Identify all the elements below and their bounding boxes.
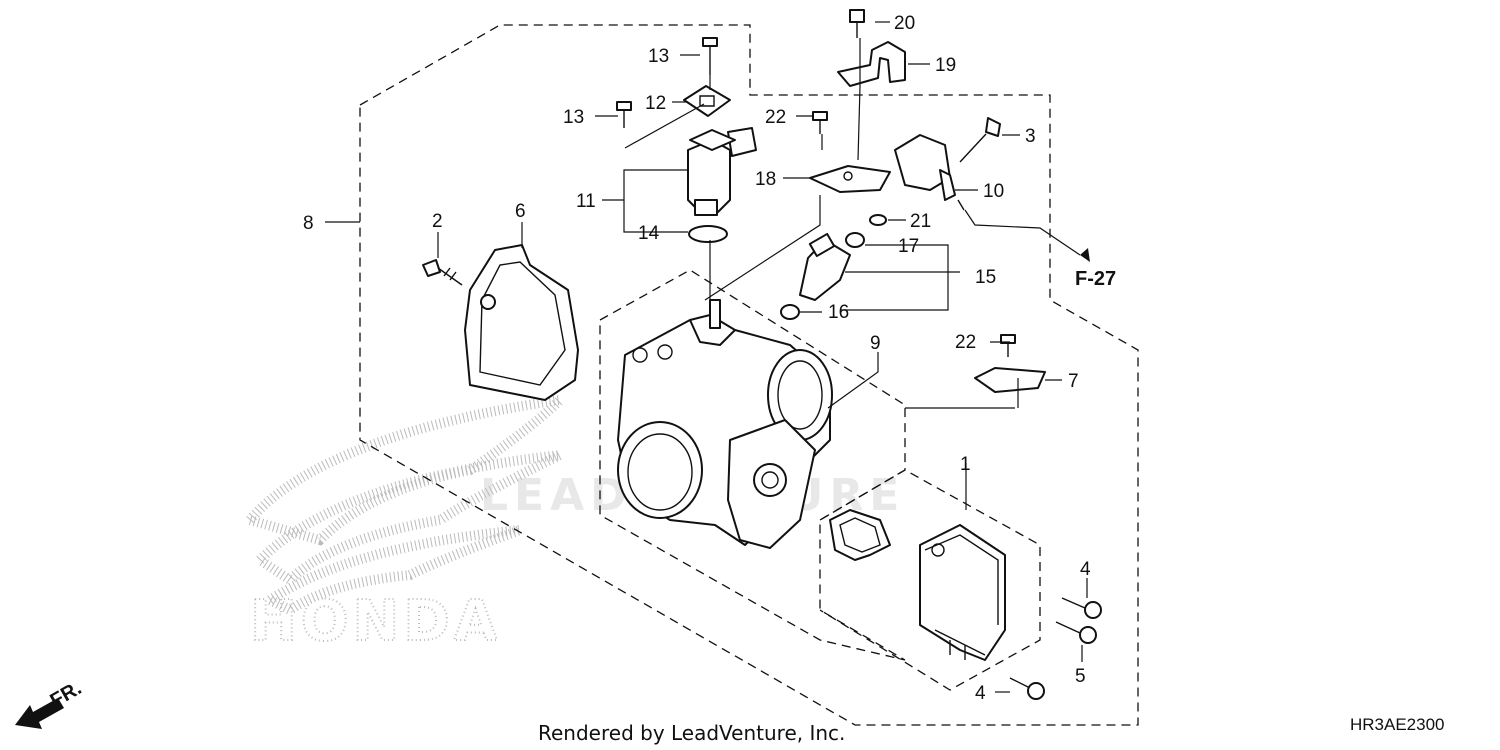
reference-f27: F-27 xyxy=(1075,268,1116,290)
callout-7: 7 xyxy=(1068,371,1079,392)
screw-part-22-lower xyxy=(1000,334,1016,357)
callout-19: 19 xyxy=(935,55,956,76)
seal-part-16 xyxy=(780,304,800,320)
sensor-outline xyxy=(819,469,1041,691)
callout-20: 20 xyxy=(894,13,915,34)
callout-5: 5 xyxy=(1075,666,1086,687)
assembly-outline xyxy=(359,24,1139,726)
screw-part-13-top xyxy=(702,37,718,75)
callout-10: 10 xyxy=(983,181,1004,202)
honda-logo: HONDA xyxy=(241,392,575,655)
callout-15: 15 xyxy=(975,267,996,288)
callout-2: 2 xyxy=(432,211,443,232)
callout-12: 12 xyxy=(645,93,666,114)
sensor-part-1 xyxy=(919,524,1006,661)
honda-wordmark: HONDA xyxy=(250,589,501,654)
front-direction-arrow: FR. xyxy=(15,677,85,729)
throttle-body-outline xyxy=(599,269,906,661)
o-ring-part-21 xyxy=(869,214,887,226)
reference-arrow xyxy=(1080,248,1090,262)
gasket xyxy=(829,509,891,561)
o-ring-part-14 xyxy=(688,225,728,243)
leader-lines xyxy=(325,21,1088,693)
screw-part-4-lower xyxy=(1009,677,1045,700)
callout-18: 18 xyxy=(755,169,776,190)
sensor-part-11 xyxy=(687,127,757,216)
callout-11: 11 xyxy=(576,191,596,212)
screw-part-22-upper xyxy=(812,111,828,134)
footer-credit: Rendered by LeadVenture, Inc. xyxy=(538,721,845,745)
callout-4-upper: 4 xyxy=(1080,559,1091,580)
callout-22-lower: 22 xyxy=(955,332,976,353)
callout-4-lower: 4 xyxy=(975,683,986,704)
bolt-part-3 xyxy=(959,117,1001,163)
bracket-part-18 xyxy=(809,165,891,193)
callout-21: 21 xyxy=(910,211,931,232)
clamp-part-19 xyxy=(837,41,906,87)
callout-16: 16 xyxy=(828,302,849,323)
callout-14: 14 xyxy=(638,223,660,244)
sensor-part-10 xyxy=(894,134,965,211)
cover-part-6 xyxy=(464,244,579,401)
callout-9: 9 xyxy=(870,333,881,354)
screw-part-13-left xyxy=(616,101,632,128)
diagram-code: HR3AE2300 xyxy=(1350,715,1445,734)
callout-13-top: 13 xyxy=(648,46,669,67)
callout-22-upper: 22 xyxy=(765,107,786,128)
screw-part-4-upper xyxy=(1061,597,1102,619)
screw-part-5 xyxy=(1055,621,1097,644)
plate-part-12 xyxy=(683,85,731,117)
throttle-body-part-9 xyxy=(617,299,833,549)
plate-part-7 xyxy=(974,367,1046,393)
callout-1: 1 xyxy=(960,454,971,475)
callout-13-left: 13 xyxy=(563,107,584,128)
callout-6: 6 xyxy=(515,201,526,222)
callout-8: 8 xyxy=(303,213,314,234)
callout-3: 3 xyxy=(1025,126,1036,147)
seal-part-17 xyxy=(845,232,865,248)
callouts: 8 2 6 11 14 13 12 13 22 18 20 19 3 10 21… xyxy=(303,13,1116,704)
callout-17: 17 xyxy=(898,236,919,257)
injector-part-15 xyxy=(799,232,851,301)
bolt-part-20 xyxy=(849,9,865,38)
bolt-part-2 xyxy=(422,259,463,286)
